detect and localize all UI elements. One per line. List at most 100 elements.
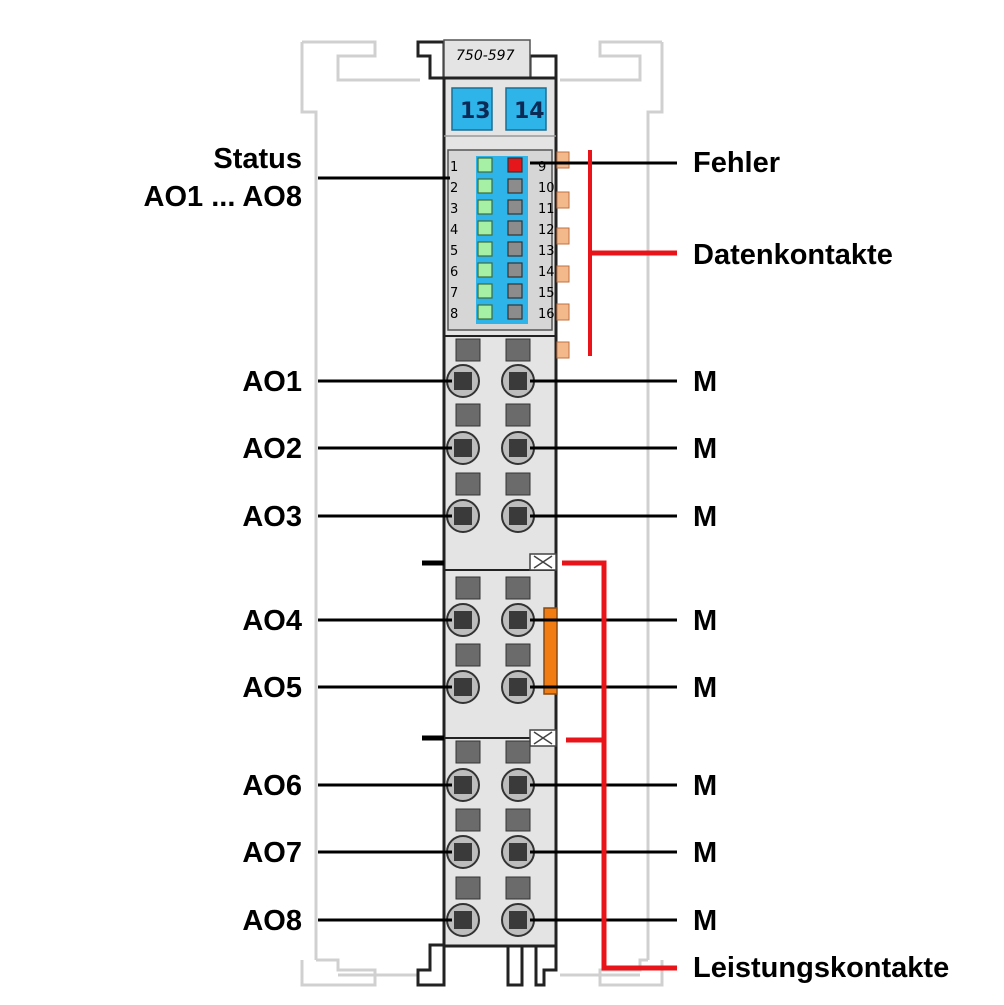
- led-status-green: [477, 241, 493, 257]
- data-contact: [556, 151, 570, 169]
- led-number-left: 8: [450, 307, 458, 322]
- release-slot[interactable]: [455, 740, 481, 764]
- release-slot[interactable]: [455, 643, 481, 667]
- led-number-right: 9: [538, 160, 546, 175]
- output-label: AO3: [242, 501, 302, 533]
- ground-label: M: [693, 770, 717, 802]
- model-number: 750-597: [456, 48, 515, 64]
- tab-14: 14: [505, 87, 547, 131]
- release-slot[interactable]: [455, 472, 481, 496]
- release-slot[interactable]: [505, 643, 531, 667]
- led-status-green: [477, 304, 493, 320]
- data-contact: [556, 227, 570, 245]
- led-unused: [507, 283, 523, 299]
- led-status-green: [477, 283, 493, 299]
- leistungskontakte-bracket: [562, 560, 677, 971]
- led-number-left: 7: [450, 286, 458, 301]
- output-label: AO2: [242, 433, 302, 465]
- led-unused: [507, 178, 523, 194]
- power-jumper-contact: [543, 607, 558, 695]
- release-slot[interactable]: [505, 472, 531, 496]
- terminal-opening: [454, 507, 472, 525]
- led-status-green: [477, 157, 493, 173]
- ground-label: M: [693, 501, 717, 533]
- led-number-right: 14: [538, 265, 555, 280]
- led-status-green: [477, 262, 493, 278]
- leistungskontakte-label: Leistungskontakte: [693, 952, 949, 984]
- led-status-green: [477, 220, 493, 236]
- led-unused: [507, 262, 523, 278]
- status-range-label: AO1 ... AO8: [144, 181, 302, 213]
- led-number-left: 6: [450, 265, 458, 280]
- data-contact: [556, 341, 570, 359]
- terminal-opening: [454, 372, 472, 390]
- datenkontakte-label: Datenkontakte: [693, 239, 893, 271]
- terminal-opening: [454, 911, 472, 929]
- release-slot[interactable]: [505, 808, 531, 832]
- led-number-right: 11: [538, 202, 555, 217]
- led-number-right: 15: [538, 286, 555, 301]
- data-contact: [556, 303, 570, 321]
- svg-text:14: 14: [514, 99, 545, 124]
- svg-text:13: 13: [460, 99, 491, 124]
- module-header: [443, 39, 531, 79]
- terminal-opening: [509, 611, 527, 629]
- led-unused: [507, 199, 523, 215]
- terminal-opening: [509, 678, 527, 696]
- terminal-opening: [509, 776, 527, 794]
- led-number-left: 3: [450, 202, 458, 217]
- led-number-right: 10: [538, 181, 555, 196]
- terminal-opening: [454, 776, 472, 794]
- led-error-red: [507, 157, 523, 173]
- terminal-opening: [454, 611, 472, 629]
- fehler-label: Fehler: [693, 147, 780, 179]
- ground-label: M: [693, 366, 717, 398]
- terminal-opening: [509, 911, 527, 929]
- led-unused: [507, 241, 523, 257]
- tab-13: 13: [451, 87, 493, 131]
- terminal-opening: [509, 439, 527, 457]
- release-slot[interactable]: [455, 808, 481, 832]
- led-number-left: 4: [450, 223, 458, 238]
- output-label: AO4: [242, 605, 302, 637]
- led-number-right: 12: [538, 223, 555, 238]
- release-slot[interactable]: [455, 403, 481, 427]
- ground-label: M: [693, 672, 717, 704]
- output-label: AO8: [242, 905, 302, 937]
- din-rail-outline: [300, 40, 664, 987]
- bottom-clamp: [416, 943, 558, 987]
- release-slot[interactable]: [455, 876, 481, 900]
- data-contact: [556, 265, 570, 283]
- led-status-green: [477, 199, 493, 215]
- led-number-left: 2: [450, 181, 458, 196]
- ground-label: M: [693, 905, 717, 937]
- terminal-opening: [509, 507, 527, 525]
- led-number-left: 1: [450, 160, 458, 175]
- terminal-opening: [454, 439, 472, 457]
- led-number-right: 13: [538, 244, 555, 259]
- release-slot[interactable]: [455, 576, 481, 600]
- release-slot[interactable]: [505, 740, 531, 764]
- ground-label: M: [693, 605, 717, 637]
- led-number-right: 16: [538, 307, 555, 322]
- led-number-left: 5: [450, 244, 458, 259]
- release-slot[interactable]: [505, 876, 531, 900]
- terminal-opening: [454, 678, 472, 696]
- release-slot[interactable]: [505, 576, 531, 600]
- output-label: AO6: [242, 770, 302, 802]
- release-slot[interactable]: [455, 338, 481, 362]
- release-slot[interactable]: [505, 338, 531, 362]
- terminal-opening: [454, 843, 472, 861]
- output-label: AO7: [242, 837, 302, 869]
- led-unused: [507, 304, 523, 320]
- ground-label: M: [693, 837, 717, 869]
- ground-label: M: [693, 433, 717, 465]
- status-label: Status: [213, 143, 302, 175]
- led-status-green: [477, 178, 493, 194]
- led-unused: [507, 220, 523, 236]
- output-label: AO1: [242, 366, 302, 398]
- terminal-opening: [509, 372, 527, 390]
- release-slot[interactable]: [505, 403, 531, 427]
- terminal-opening: [509, 843, 527, 861]
